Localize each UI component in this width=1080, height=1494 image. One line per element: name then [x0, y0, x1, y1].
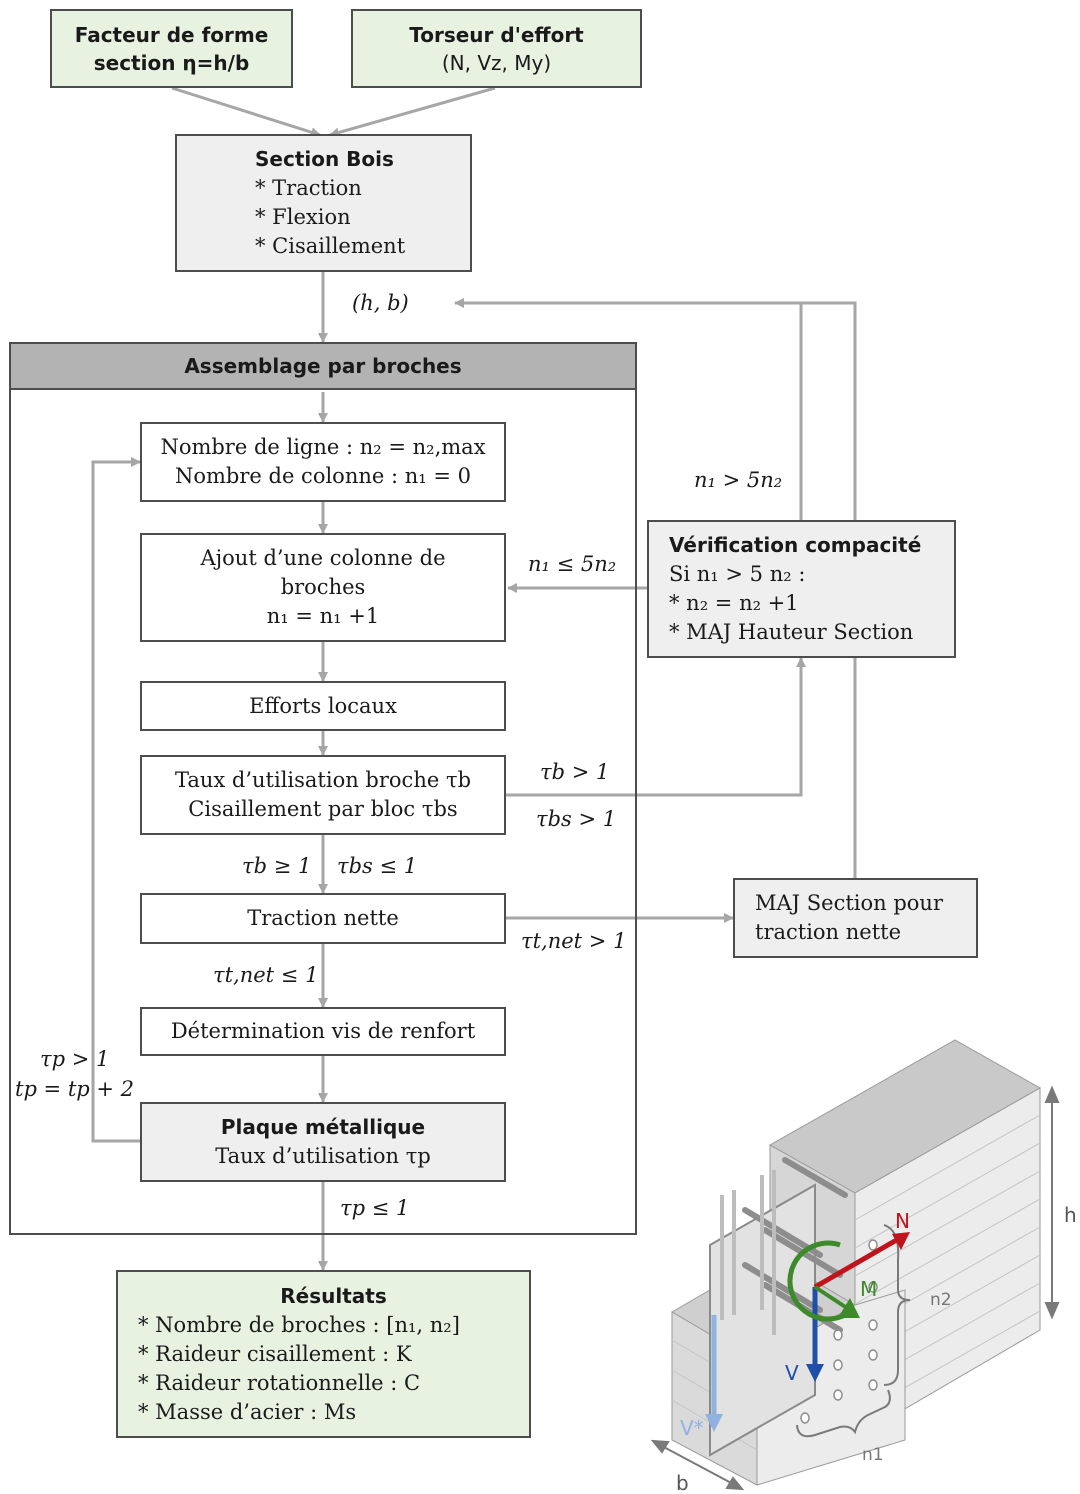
results-item: * Raideur rotationnelle : C	[138, 1370, 421, 1395]
cond-tau-tnet-gt: τt,net > 1	[521, 929, 627, 953]
line-netsection-up	[801, 301, 857, 878]
results-item: * Masse d’acier : Ms	[138, 1399, 357, 1424]
force-torsor-line1: Torseur d'effort	[409, 22, 584, 47]
label-N: N	[895, 1209, 910, 1233]
reinforcement-box: Détermination vis de renfort	[140, 1007, 506, 1056]
plate-title: Plaque métallique	[220, 1115, 426, 1139]
label-M: M	[860, 1277, 877, 1301]
net-section-box: MAJ Section pour traction nette	[733, 878, 978, 958]
plate-box: Plaque métallique Taux d’utilisation τp	[140, 1102, 506, 1182]
cond-tau-tnet-le: τt,net ≤ 1	[213, 963, 319, 987]
local-forces-box: Efforts locaux	[140, 681, 506, 731]
arrow-plate-loop	[91, 457, 141, 1143]
assembly-title: Assemblage par broches	[184, 354, 462, 378]
arrow-shape-to-section	[171, 86, 321, 138]
results-item: * Nombre de broches : [n₁, n₂]	[138, 1312, 460, 1337]
force-torsor-line2: (N, Vz, My)	[441, 50, 552, 75]
init-box: Nombre de ligne : n₂ = n₂,max Nombre de …	[140, 422, 506, 502]
cond-tau-b-ge: τb ≥ 1	[242, 854, 312, 878]
n1-brace	[796, 1389, 891, 1438]
cond-tau-p-le: τp ≤ 1	[340, 1196, 410, 1220]
section-bois-box: Section Bois * Traction * Flexion * Cisa…	[175, 134, 472, 272]
label-b: b	[676, 1471, 689, 1494]
cond-tau-bs-gt: τbs > 1	[536, 807, 617, 831]
results-item: * Raideur cisaillement : K	[138, 1341, 412, 1366]
compactness-title: Vérification compacité	[669, 533, 922, 557]
assembly-header: Assemblage par broches	[9, 342, 637, 390]
utilization-box: Taux d’utilisation broche τb Cisaillemen…	[140, 755, 506, 835]
m-moment-arrow	[787, 1240, 852, 1322]
add-column-line1: Ajout d’une colonne de	[200, 546, 446, 570]
add-column-line2: broches	[280, 575, 366, 599]
local-forces-label: Efforts locaux	[249, 693, 397, 718]
label-Vstar: V*	[680, 1416, 704, 1440]
compactness-line: * n₂ = n₂ +1	[669, 591, 799, 615]
steel-plate	[709, 1183, 816, 1457]
add-column-line3: n₁ = n₁ +1	[266, 604, 380, 628]
utilization-line2: Cisaillement par bloc τbs	[188, 797, 458, 821]
net-section-line2: traction nette	[755, 920, 902, 944]
arrow-util-to-compact	[506, 657, 806, 797]
shape-factor-line1: Facteur de forme	[74, 22, 269, 47]
plate-line2: Taux d’utilisation τp	[215, 1144, 431, 1168]
init-line1: Nombre de ligne : n₂ = n₂,max	[160, 435, 486, 459]
compactness-line: Si n₁ > 5 n₂ :	[669, 562, 806, 586]
force-torsor-box: Torseur d'effort (N, Vz, My)	[351, 9, 642, 88]
n2-brace	[883, 1224, 911, 1386]
init-line2: Nombre de colonne : n₁ = 0	[175, 464, 471, 488]
section-bois-item: * Flexion	[255, 205, 351, 229]
cond-tp-update: tp = tp + 2	[15, 1077, 135, 1101]
shape-factor-line2: section η=h/b	[93, 50, 250, 75]
label-h: h	[1064, 1203, 1077, 1227]
results-title: Résultats	[280, 1283, 387, 1308]
cond-n1-gt: n₁ > 5n₂	[694, 468, 783, 492]
net-section-line1: MAJ Section pour	[755, 891, 943, 915]
shape-factor-box: Facteur de forme section η=h/b	[50, 9, 293, 88]
cond-tau-b-gt: τb > 1	[540, 760, 610, 784]
n-force-arrow	[813, 1235, 902, 1290]
net-traction-box: Traction nette	[140, 893, 506, 944]
label-V: V	[785, 1361, 799, 1385]
add-column-box: Ajout d’une colonne de broches n₁ = n₁ +…	[140, 533, 506, 642]
cond-tau-p-gt: τp > 1	[40, 1047, 110, 1071]
arrow-torsor-to-section	[329, 86, 496, 138]
label-n2: n2	[930, 1290, 952, 1310]
cond-n1-le: n₁ ≤ 5n₂	[528, 552, 617, 576]
label-n1: n1	[862, 1445, 884, 1465]
section-bois-title: Section Bois	[255, 147, 394, 171]
connection-illustration	[650, 1039, 1060, 1491]
net-traction-label: Traction nette	[247, 906, 399, 930]
hb-label: (h, b)	[352, 291, 409, 315]
results-box: Résultats * Nombre de broches : [n₁, n₂]…	[116, 1270, 531, 1438]
reinforcement-label: Détermination vis de renfort	[170, 1019, 476, 1043]
section-bois-item: * Traction	[255, 176, 362, 200]
compactness-box: Vérification compacité Si n₁ > 5 n₂ : * …	[647, 520, 956, 658]
cond-tau-bs-le: τbs ≤ 1	[337, 854, 418, 878]
utilization-line1: Taux d’utilisation broche τb	[174, 768, 472, 792]
compactness-line: * MAJ Hauteur Section	[669, 620, 914, 644]
section-bois-item: * Cisaillement	[255, 234, 406, 258]
b-dimension-line	[659, 1444, 736, 1486]
